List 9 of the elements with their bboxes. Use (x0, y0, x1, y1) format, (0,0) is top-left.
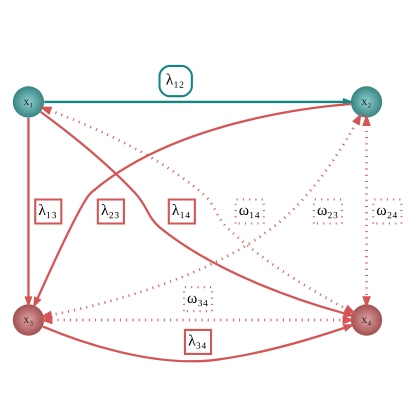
edge-label: λ₁₃ (38, 202, 57, 219)
edge-label: λ₃₄ (188, 332, 207, 350)
edge-label: ω₃₄ (187, 289, 208, 306)
edge-label: λ₁₄ (172, 202, 190, 219)
edge-label: λ₂₃ (100, 202, 120, 219)
edge-label: λ₁₂ (166, 71, 184, 88)
edge-label: ω₂₃ (316, 202, 338, 219)
edge-label: ω₁₄ (238, 202, 260, 219)
edge-label: ω₂₄ (376, 202, 398, 219)
